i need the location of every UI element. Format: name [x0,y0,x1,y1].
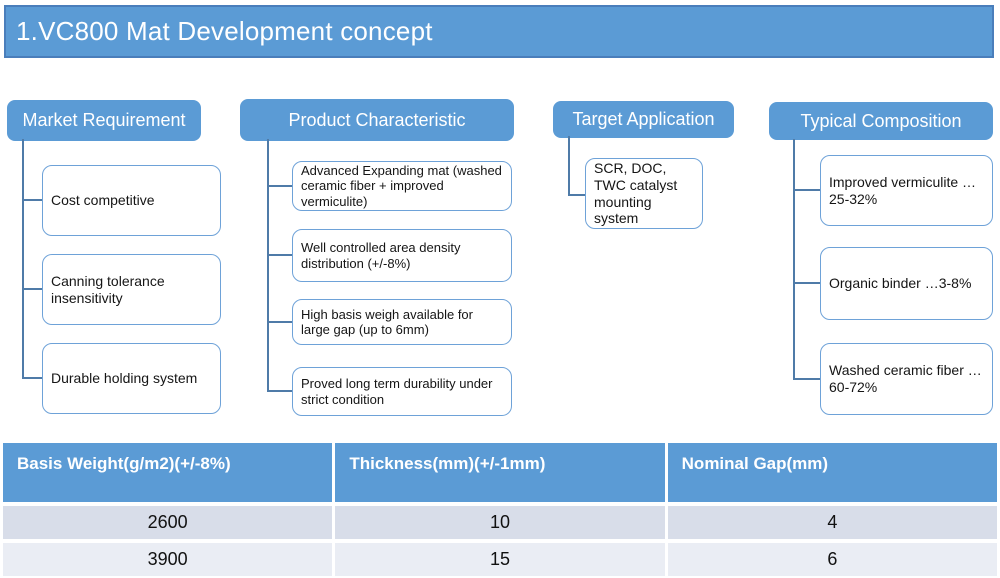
connector-line [22,377,42,379]
node-advanced-expanding-mat: Advanced Expanding mat (washed ceramic f… [292,161,512,211]
node-high-basis-weigh: High basis weigh available for large gap… [292,299,512,345]
slide-title-banner: 1.VC800 Mat Development concept [4,5,994,58]
node-durable-holding-system: Durable holding system [42,343,221,414]
node-washed-ceramic-fiber: Washed ceramic fiber …60-72% [820,343,993,415]
connector-line [793,189,820,191]
node-organic-binder: Organic binder …3-8% [820,247,993,320]
column-header-target-application: Target Application [553,101,734,138]
node-cost-competitive: Cost competitive [42,165,221,236]
connector-line [267,139,269,392]
connector-line [267,390,292,392]
table-cell: 6 [667,543,997,576]
connector-line [22,288,42,290]
connector-line [267,321,292,323]
node-catalyst-mounting-system: SCR, DOC, TWC catalyst mounting system [585,158,703,229]
connector-line [568,194,585,196]
table-cell: 2600 [3,506,333,539]
slide-title: 1.VC800 Mat Development concept [16,16,433,46]
connector-line [267,185,292,187]
table-cell: 10 [335,506,665,539]
table-cell: 3900 [3,543,333,576]
node-long-term-durability: Proved long term durability under strict… [292,367,512,416]
connector-line [568,136,570,196]
node-area-density-distribution: Well controlled area density distributio… [292,229,512,282]
node-improved-vermiculite: Improved vermiculite …25-32% [820,155,993,226]
connector-line [267,254,292,256]
spec-table: Basis Weight(g/m2)(+/-8%) Thickness(mm)(… [3,443,997,576]
column-header-market-requirement: Market Requirement [7,100,201,141]
table-header-nominal-gap: Nominal Gap(mm) [667,443,997,502]
table-header-basis-weight: Basis Weight(g/m2)(+/-8%) [3,443,333,502]
column-header-product-characteristic: Product Characteristic [240,99,514,141]
connector-line [22,139,24,379]
table-header-thickness: Thickness(mm)(+/-1mm) [335,443,665,502]
table-cell: 15 [335,543,665,576]
connector-line [793,378,820,380]
connector-line [793,282,820,284]
node-canning-tolerance: Canning tolerance insensitivity [42,254,221,325]
table-cell: 4 [667,506,997,539]
column-header-typical-composition: Typical Composition [769,102,993,140]
connector-line [793,139,795,379]
connector-line [22,199,42,201]
